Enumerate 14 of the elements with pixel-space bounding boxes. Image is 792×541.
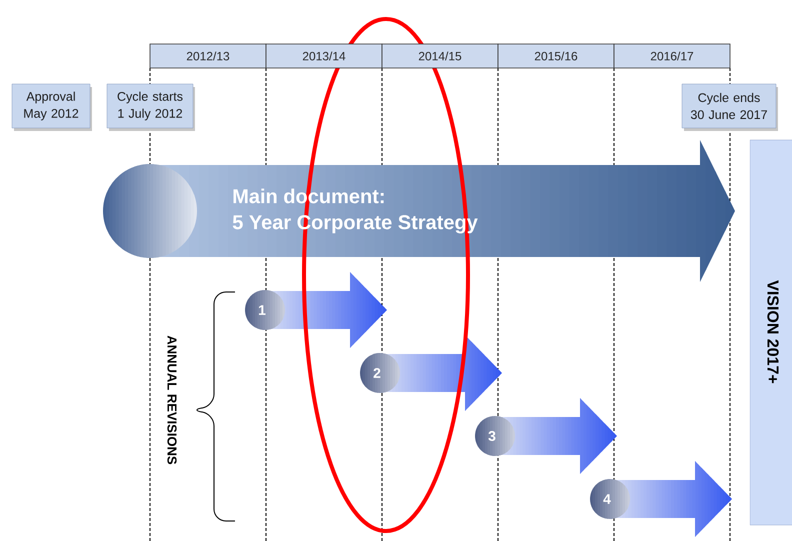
year-cell: 2012/13 xyxy=(150,44,266,68)
revision-number: 3 xyxy=(488,431,496,441)
year-cell: 2015/16 xyxy=(498,44,614,68)
milestone-box: Cycle starts 1 July 2012 xyxy=(106,84,195,131)
year-cell: 2016/17 xyxy=(614,44,730,68)
milestone-box: Approval May 2012 xyxy=(12,84,92,131)
vision-bar: VISION 2017+ xyxy=(750,140,792,526)
revision-number: 2 xyxy=(374,368,380,378)
revision-number: 4 xyxy=(603,494,611,504)
year-cell: 2014/15 xyxy=(382,44,498,68)
side-label: ANNUAL REVISIONS xyxy=(167,336,177,464)
milestone-box: Cycle ends 30 June 2017 xyxy=(682,84,778,131)
year-cell: 2013/14 xyxy=(266,44,382,68)
revision-number: 1 xyxy=(259,305,266,315)
